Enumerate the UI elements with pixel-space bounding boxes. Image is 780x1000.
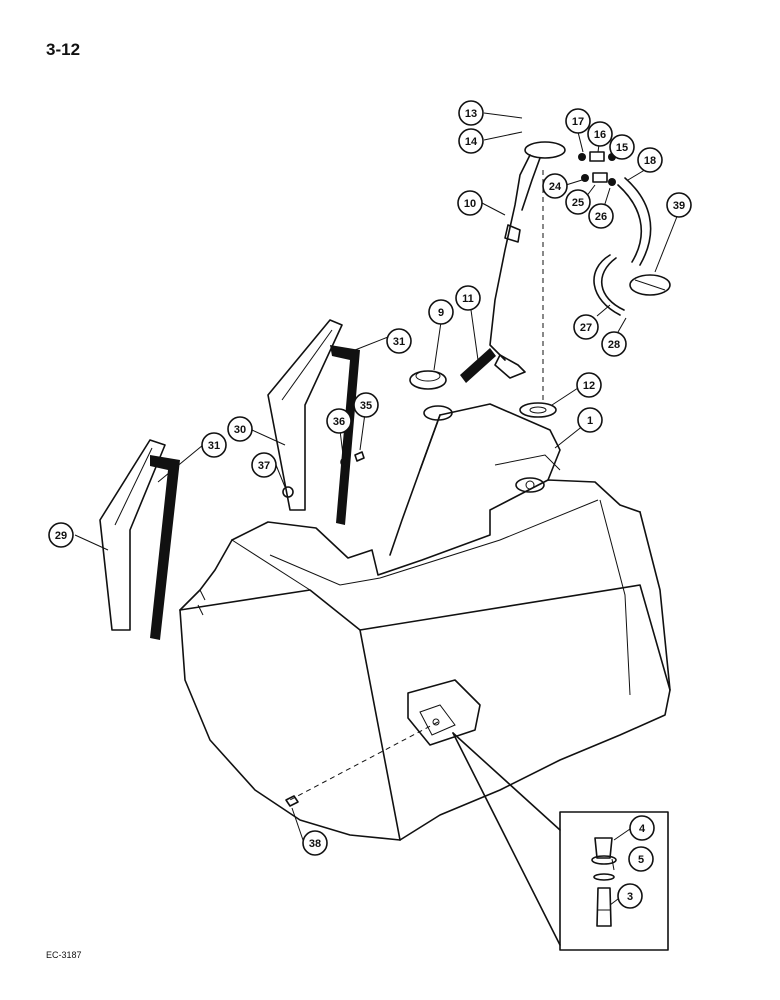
svg-text:29: 29 bbox=[55, 530, 67, 542]
callout-37: 37 bbox=[251, 452, 277, 478]
callout-5: 5 bbox=[628, 846, 654, 872]
callout-31-lower: 31 bbox=[201, 432, 227, 458]
filter-sock bbox=[460, 348, 496, 383]
callout-16: 16 bbox=[587, 121, 613, 147]
svg-text:38: 38 bbox=[309, 838, 321, 850]
callout-27: 27 bbox=[573, 314, 599, 340]
fuel-tank bbox=[179, 403, 671, 841]
callout-36: 36 bbox=[326, 408, 352, 434]
callout-26: 26 bbox=[588, 203, 614, 229]
svg-text:18: 18 bbox=[644, 155, 656, 167]
callout-18: 18 bbox=[637, 147, 663, 173]
callout-24: 24 bbox=[542, 173, 568, 199]
callout-25: 25 bbox=[565, 189, 591, 215]
callout-15: 15 bbox=[609, 134, 635, 160]
detail-inset bbox=[452, 732, 669, 951]
svg-text:31: 31 bbox=[393, 336, 405, 348]
page-number: 3-12 bbox=[46, 40, 81, 59]
svg-text:10: 10 bbox=[464, 198, 476, 210]
callout-11: 11 bbox=[455, 285, 481, 311]
callout-35: 35 bbox=[353, 392, 379, 418]
svg-text:17: 17 bbox=[572, 116, 584, 128]
fittings bbox=[578, 151, 616, 186]
callout-30: 30 bbox=[227, 416, 253, 442]
svg-text:30: 30 bbox=[234, 424, 246, 436]
callout-13: 13 bbox=[458, 100, 484, 126]
gasket bbox=[519, 402, 557, 418]
callout-12: 12 bbox=[576, 372, 602, 398]
callout-4: 4 bbox=[629, 815, 655, 841]
strap-right bbox=[267, 319, 360, 525]
svg-text:31: 31 bbox=[208, 440, 220, 452]
sending-unit bbox=[489, 141, 566, 379]
svg-text:35: 35 bbox=[360, 400, 372, 412]
callout-14: 14 bbox=[458, 128, 484, 154]
callout-31-upper: 31 bbox=[386, 328, 412, 354]
callout-28: 28 bbox=[601, 331, 627, 357]
svg-text:4: 4 bbox=[639, 823, 646, 835]
svg-text:15: 15 bbox=[616, 142, 628, 154]
svg-text:39: 39 bbox=[673, 200, 685, 212]
svg-text:36: 36 bbox=[333, 416, 345, 428]
svg-text:9: 9 bbox=[438, 307, 444, 319]
svg-text:24: 24 bbox=[549, 181, 562, 193]
callout-9: 9 bbox=[428, 299, 454, 325]
svg-text:25: 25 bbox=[572, 197, 584, 209]
callout-3: 3 bbox=[617, 883, 643, 909]
filler-cap bbox=[409, 370, 447, 390]
hoses bbox=[593, 177, 652, 316]
hose-clamp bbox=[629, 274, 671, 296]
callout-39: 39 bbox=[666, 192, 692, 218]
svg-text:27: 27 bbox=[580, 322, 592, 334]
svg-text:1: 1 bbox=[587, 415, 593, 427]
svg-text:28: 28 bbox=[608, 339, 620, 351]
drain-screw bbox=[285, 795, 299, 807]
callout-1: 1 bbox=[577, 407, 603, 433]
svg-text:16: 16 bbox=[594, 129, 606, 141]
svg-text:37: 37 bbox=[258, 460, 270, 472]
svg-text:12: 12 bbox=[583, 380, 595, 392]
callout-17: 17 bbox=[565, 108, 591, 134]
svg-text:14: 14 bbox=[465, 136, 478, 148]
strap-hardware bbox=[282, 451, 365, 498]
drawing-code: EC-3187 bbox=[46, 950, 82, 960]
svg-text:11: 11 bbox=[462, 293, 474, 305]
svg-text:3: 3 bbox=[627, 891, 633, 903]
svg-text:5: 5 bbox=[638, 854, 644, 866]
strap-left bbox=[99, 439, 180, 640]
svg-text:13: 13 bbox=[465, 108, 477, 120]
callout-29: 29 bbox=[48, 522, 74, 548]
callout-38: 38 bbox=[302, 830, 328, 856]
callout-10: 10 bbox=[457, 190, 483, 216]
svg-text:26: 26 bbox=[595, 211, 607, 223]
